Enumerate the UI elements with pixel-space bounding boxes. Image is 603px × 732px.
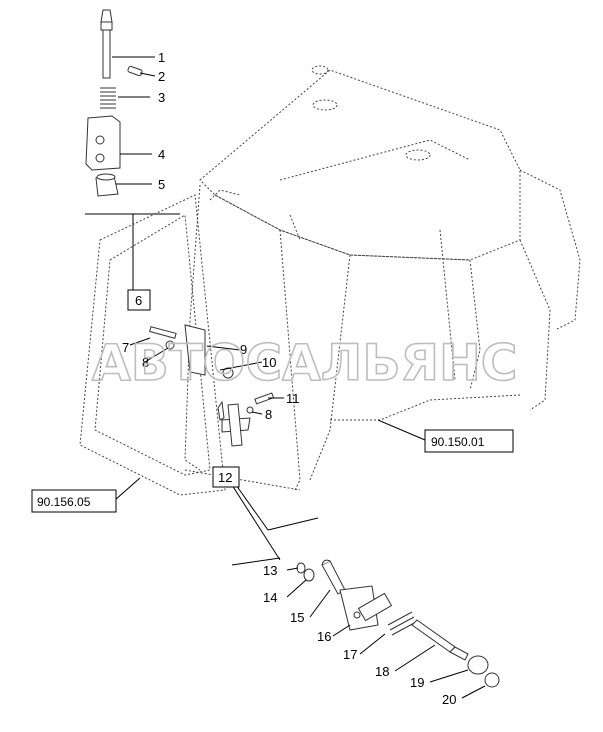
callout-12-box <box>212 466 240 488</box>
part-20-ring <box>484 672 500 688</box>
part-11-bolt <box>254 392 275 405</box>
callout-8a: 8 <box>142 355 149 370</box>
leader-12b <box>231 484 281 561</box>
section-line-12a <box>267 517 319 531</box>
callout-9: 9 <box>240 342 247 357</box>
part-14-ring <box>303 568 315 582</box>
callout-14: 14 <box>263 590 277 605</box>
callout-7: 7 <box>122 340 129 355</box>
part-5-knob <box>95 173 119 197</box>
ref-box-door <box>31 489 117 513</box>
callout-6-box <box>127 289 151 311</box>
callout-19: 19 <box>410 675 424 690</box>
callout-6: 6 <box>135 293 142 308</box>
callout-8b: 8 <box>265 407 272 422</box>
part-13-washer <box>296 562 306 574</box>
part-18-rod <box>411 619 456 653</box>
part-8-washer <box>246 406 254 414</box>
part-17-spring <box>387 611 417 636</box>
callout-12: 12 <box>218 470 232 485</box>
callout-4: 4 <box>158 147 165 162</box>
callout-18: 18 <box>375 664 389 679</box>
part-3-spring <box>100 87 116 109</box>
ref-cab: 90.150.01 <box>431 435 485 449</box>
cab-outline <box>184 65 581 491</box>
part-1-pin <box>100 9 113 79</box>
door-panel <box>79 194 226 496</box>
callout-20: 20 <box>442 692 456 707</box>
callout-2: 2 <box>158 69 165 84</box>
ref-box-cab <box>424 429 514 453</box>
callout-3: 3 <box>158 90 165 105</box>
callout-leaders <box>112 56 486 699</box>
part-15-lever <box>321 560 346 595</box>
callout-17: 17 <box>343 647 357 662</box>
section-line-12b <box>231 557 281 566</box>
latch-12 <box>217 400 251 447</box>
part-2-pin <box>127 65 143 77</box>
lower-parts <box>296 559 500 688</box>
callout-5: 5 <box>158 177 165 192</box>
callout-11: 11 <box>286 391 300 406</box>
leader-12a <box>235 484 269 531</box>
part-19-cap <box>467 655 489 675</box>
callout-10: 10 <box>262 355 276 370</box>
callout-13: 13 <box>263 563 277 578</box>
callout-16: 16 <box>317 629 331 644</box>
part-19-tip <box>449 646 469 661</box>
watermark-text: АВТОСАЛЬЯНС <box>92 334 518 392</box>
callout-15: 15 <box>290 610 304 625</box>
ref-door: 90.156.05 <box>37 495 91 509</box>
part-4-hinge <box>85 115 121 171</box>
latch-assembly <box>149 324 234 379</box>
callout-1: 1 <box>158 50 165 65</box>
